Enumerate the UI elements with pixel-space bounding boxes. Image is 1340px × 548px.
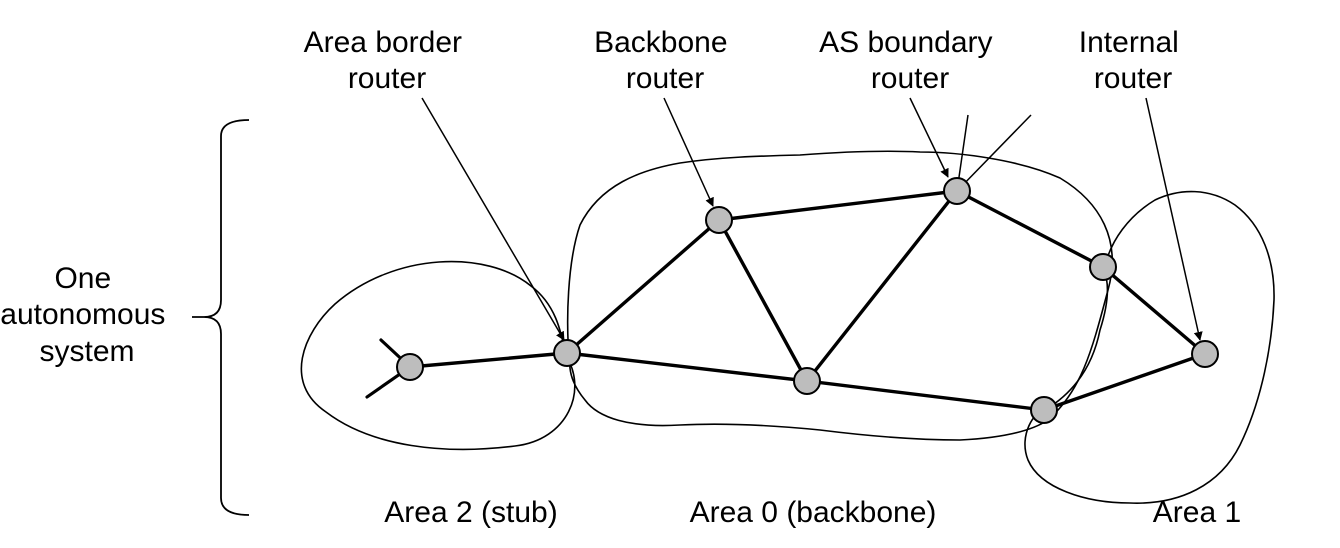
area1-boundary — [1024, 190, 1275, 504]
as-label-line3: system — [39, 335, 134, 368]
link-r2-r1 — [408, 351, 569, 369]
as-label-line1: One — [54, 262, 111, 295]
router-area-border-area1-upper — [1089, 253, 1117, 281]
callout-internal-router: Internal router — [1079, 26, 1187, 95]
as-label-line2: autonomous — [0, 298, 165, 331]
label-area2: Area 2 (stub) — [384, 496, 557, 529]
callout-backbone-line1: Backbone — [594, 26, 727, 59]
pointer-area-border — [421, 97, 565, 341]
link-r1-backbone — [565, 218, 721, 355]
link-asb-r5 — [805, 189, 959, 383]
label-area0: Area 0 (backbone) — [690, 496, 937, 529]
as-brace — [192, 119, 250, 516]
callout-area-border-line1: Area border — [304, 26, 462, 59]
link-r5-r8 — [805, 379, 1046, 412]
callout-internal-line1: Internal — [1079, 26, 1179, 59]
router-area2-internal — [396, 353, 424, 381]
link-backbone-asb — [717, 189, 959, 222]
router-area-border-area2 — [553, 339, 581, 367]
pointer-backbone — [663, 97, 714, 207]
link-r1-r5 — [565, 351, 809, 383]
router-backbone-lower — [793, 367, 821, 395]
link-backbone-r5 — [717, 218, 809, 383]
callout-area-border-line2: router — [348, 62, 426, 95]
callout-as-boundary-line1: AS boundary — [819, 26, 992, 59]
label-area1: Area 1 — [1153, 496, 1241, 529]
link-asb-r7 — [955, 189, 1105, 269]
autonomous-system-label: One autonomous system — [0, 262, 173, 368]
callout-as-boundary-router: AS boundary router — [819, 26, 1001, 95]
link-r7-internal — [1101, 265, 1207, 356]
external-link-b — [956, 114, 1032, 192]
area2-boundary — [300, 260, 576, 451]
callout-backbone-router: Backbone router — [594, 26, 736, 95]
pointer-internal — [1145, 97, 1203, 341]
callout-area-border-router: Area border router — [304, 26, 471, 95]
callout-backbone-line2: router — [626, 62, 704, 95]
router-backbone — [705, 206, 733, 234]
callout-as-boundary-line2: router — [871, 62, 949, 95]
pointer-as-boundary — [909, 97, 949, 178]
router-as-boundary — [943, 177, 971, 205]
router-area-border-area1-lower — [1030, 396, 1058, 424]
area0-boundary — [566, 150, 1113, 441]
callout-internal-line2: router — [1094, 62, 1172, 95]
router-area1-internal — [1191, 340, 1219, 368]
link-r8-internal — [1042, 352, 1207, 412]
